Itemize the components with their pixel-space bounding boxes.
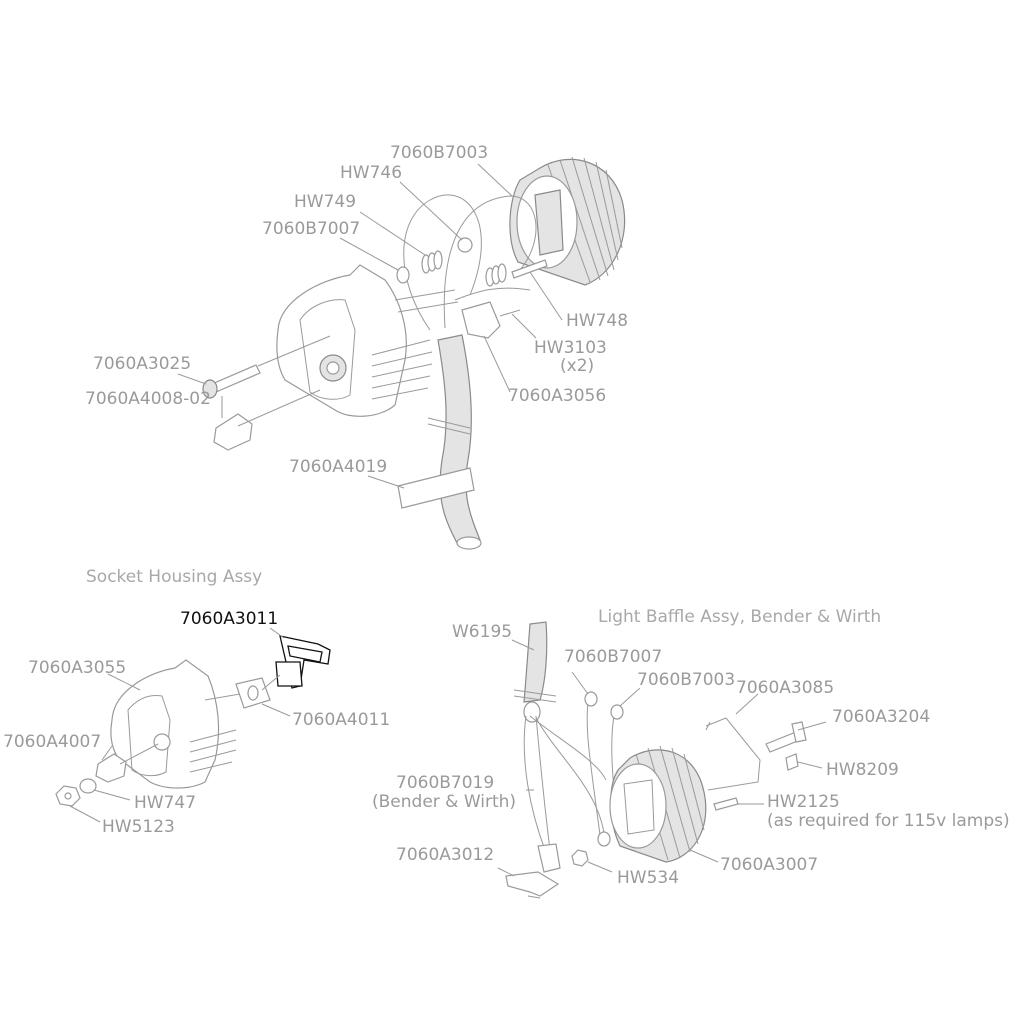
label-7060A3204: 7060A3204	[832, 707, 930, 727]
clip-hw8209	[785, 753, 799, 771]
label-7060B7007-baffle: 7060B7007	[564, 647, 662, 667]
socket-7060A3011	[275, 635, 331, 689]
title-light-baffle-assy: Light Baffle Assy, Bender & Wirth	[598, 607, 881, 627]
label-7060A3055: 7060A3055	[28, 658, 126, 678]
label-7060A3056: 7060A3056	[508, 386, 606, 406]
knob-7060A4007	[95, 753, 127, 783]
label-7060A3012: 7060A3012	[396, 845, 494, 865]
label-7060A4019: 7060A4019	[289, 457, 387, 477]
bolt-7060A3025	[202, 335, 331, 399]
knob-7060A4008	[213, 389, 321, 451]
nut-hw534	[571, 849, 589, 867]
screw-hw748	[511, 259, 548, 279]
cable-main	[437, 334, 481, 546]
cable-break	[427, 417, 471, 435]
label-hw749: HW749	[294, 192, 356, 212]
wire-7060B7003-b	[443, 195, 537, 329]
baffle-7060A3007	[609, 745, 707, 863]
label-hw8209: HW8209	[826, 760, 899, 780]
socket-housing-top	[276, 264, 459, 417]
label-7060A4008-02: 7060A4008-02	[85, 389, 211, 409]
label-7060A4011: 7060A4011	[292, 710, 390, 730]
title-socket-housing-assy: Socket Housing Assy	[86, 567, 262, 587]
label-7060B7007-top: 7060B7007	[262, 219, 360, 239]
cable-end	[456, 536, 482, 550]
label-hw3103-qty: (x2)	[560, 356, 594, 376]
label-hw3103: HW3103	[534, 338, 607, 358]
harness-7060B7019	[523, 715, 546, 851]
cable-w6195	[523, 621, 548, 703]
label-7060B7003-top: 7060B7003	[390, 143, 488, 163]
label-7060A3085: 7060A3085	[736, 678, 834, 698]
label-7060B7019-note: (Bender & Wirth)	[372, 792, 516, 812]
terminal-7060B7007	[396, 266, 410, 284]
label-hw534: HW534	[617, 868, 679, 888]
label-7060B7019: 7060B7019	[396, 773, 494, 793]
label-w6195: W6195	[452, 622, 512, 642]
light-baffle-assembly: Light Baffle Assy, Bender & Wirth	[372, 607, 1010, 899]
label-hw748: HW748	[566, 311, 628, 331]
label-hw2125-note: (as required for 115v lamps)	[767, 811, 1010, 831]
lamp-assembly-top: 7060B7003 HW746 HW749 7060B7007 HW748 HW…	[85, 143, 628, 550]
socket-housing-assembly: Socket Housing Assy	[3, 567, 390, 837]
screw-hw3103	[499, 309, 521, 317]
spring-hw749	[421, 250, 507, 287]
bracket-7060A3056	[461, 301, 501, 339]
label-7060A3011: 7060A3011	[180, 609, 278, 629]
label-hw5123: HW5123	[102, 817, 175, 837]
label-7060A3007: 7060A3007	[720, 855, 818, 875]
terminal-7060B7003-baffle	[610, 704, 624, 720]
label-hw2125: HW2125	[767, 792, 840, 812]
label-hw746: HW746	[340, 163, 402, 183]
screw-hw2125	[713, 797, 739, 811]
rod-7060A3085	[705, 717, 761, 791]
label-7060B7003-baffle: 7060B7003	[637, 670, 735, 690]
lamp-head-top	[509, 156, 626, 286]
washer-hw746	[457, 237, 473, 253]
label-7060A3025: 7060A3025	[93, 354, 191, 374]
housing-7060A3055	[110, 659, 220, 789]
terminal-7060B7007-baffle	[584, 691, 598, 707]
label-7060A4007: 7060A4007	[3, 732, 101, 752]
connector-7060A3012	[537, 843, 561, 873]
strap-7060A4019	[397, 467, 475, 509]
leaders-top	[177, 163, 563, 489]
label-hw747: HW747	[134, 793, 196, 813]
washer-hw747	[79, 778, 97, 794]
